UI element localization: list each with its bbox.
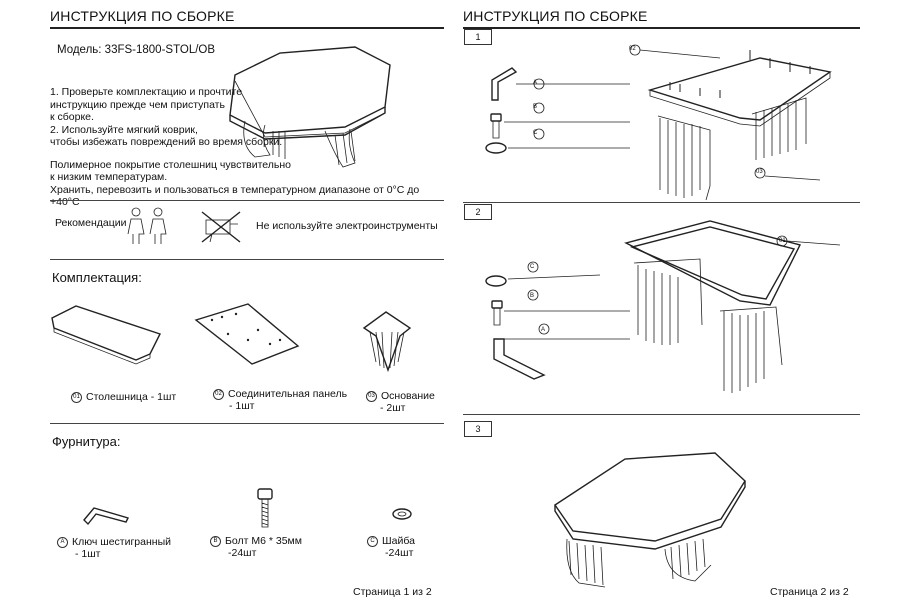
- washer-icon: [392, 508, 412, 520]
- hardware-letter-badge: B: [210, 535, 221, 547]
- left-title-rule: [50, 27, 444, 29]
- divider: [463, 414, 860, 415]
- base-part-icon: [362, 311, 412, 373]
- two-person-icon: [127, 207, 167, 244]
- callout-c: C: [533, 130, 538, 136]
- hardware-label: Ключ шестигранный: [72, 536, 171, 548]
- kit-item-panel: 02 Соединительная панель - 1шт: [213, 388, 347, 412]
- part-number-badge: 03: [366, 390, 377, 402]
- hex-key-icon: [83, 507, 130, 526]
- no-power-tools-icon: [201, 211, 241, 243]
- note-line: Хранить, перевозить и пользоваться в тем…: [50, 183, 420, 209]
- kit-label: Столешница - 1шт: [86, 391, 177, 403]
- part-number-badge: 01: [71, 391, 82, 403]
- step3-assembled-table: [554, 452, 746, 588]
- left-page-number: Страница 1 из 2: [353, 586, 432, 598]
- note-line: 2. Используйте мягкий коврик,: [50, 123, 198, 136]
- step-number-1: 1: [464, 29, 492, 45]
- divider: [50, 200, 444, 201]
- hardware-qty: - 1шт: [75, 548, 101, 560]
- callout-part-03: 03: [756, 169, 763, 175]
- kit-label: Основание: [381, 390, 435, 402]
- step1-illustration: [485, 44, 832, 201]
- kit-item-base: 03 Основание - 2шт: [366, 390, 435, 414]
- left-page-title: ИНСТРУКЦИЯ ПО СБОРКЕ: [50, 8, 235, 24]
- part-number-badge: 02: [213, 388, 224, 400]
- kit-qty: - 1шт: [229, 400, 255, 412]
- callout-b-step2: B: [530, 293, 535, 299]
- assembled-table-illustration: [229, 46, 391, 168]
- note-line: инструкцию прежде чем приступать: [50, 98, 225, 111]
- hardware-item-hex-key: A Ключ шестигранный - 1шт: [57, 536, 171, 560]
- callout-a-step2: A: [541, 327, 546, 333]
- right-title-rule: [463, 27, 860, 29]
- hardware-item-bolt: B Болт М6 * 35мм -24шт: [210, 535, 302, 559]
- kit-qty: - 2шт: [380, 402, 406, 414]
- divider: [50, 259, 444, 260]
- tabletop-part-icon: [51, 305, 161, 365]
- model-number: Модель: 33FS-1800-STOL/OB: [57, 44, 216, 56]
- kit-label: Соединительная панель: [228, 388, 348, 400]
- no-power-tools-text: Не используйте электроинструменты: [256, 220, 438, 232]
- bolt-icon: [257, 488, 273, 528]
- divider: [50, 423, 444, 424]
- assembly-notes: 1. Проверьте комплектацию и прочтите инс…: [50, 86, 450, 209]
- note-line: к низким температурам.: [50, 171, 168, 183]
- callout-c-step2: C: [530, 264, 535, 270]
- callout-b: B: [533, 104, 538, 110]
- hardware-letter-badge: A: [57, 536, 68, 548]
- connecting-panel-part-icon: [194, 303, 300, 365]
- note-line: Полимерное покрытие столешниц чувствител…: [50, 158, 292, 171]
- step2-illustration: [485, 220, 841, 393]
- hardware-item-washer: C Шайба -24шт: [367, 535, 415, 559]
- callout-part-01: 01: [779, 238, 786, 244]
- hardware-qty: -24шт: [228, 547, 257, 559]
- divider: [463, 202, 860, 203]
- kit-title: Комплектация:: [52, 270, 142, 285]
- kit-item-tabletop: 01 Столешница - 1шт: [71, 391, 176, 403]
- callout-part-02: 02: [629, 46, 636, 52]
- right-page-title: ИНСТРУКЦИЯ ПО СБОРКЕ: [463, 8, 648, 24]
- note-line: 1. Проверьте комплектацию и прочтите: [50, 86, 243, 98]
- right-page-number: Страница 2 из 2: [770, 586, 849, 598]
- note-line: чтобы избежать повреждений во время сбор…: [50, 136, 283, 148]
- hardware-letter-badge: C: [367, 535, 378, 547]
- hardware-qty: -24шт: [385, 547, 414, 559]
- recommend-label: Рекомендации: [55, 217, 127, 229]
- step-number-2: 2: [464, 204, 492, 220]
- callout-a: A: [533, 80, 538, 86]
- hardware-label: Шайба: [382, 535, 415, 547]
- step-number-3: 3: [464, 421, 492, 437]
- hardware-label: Болт М6 * 35мм: [225, 535, 302, 547]
- hardware-title: Фурнитура:: [52, 434, 121, 449]
- note-line: к сборке.: [50, 111, 94, 123]
